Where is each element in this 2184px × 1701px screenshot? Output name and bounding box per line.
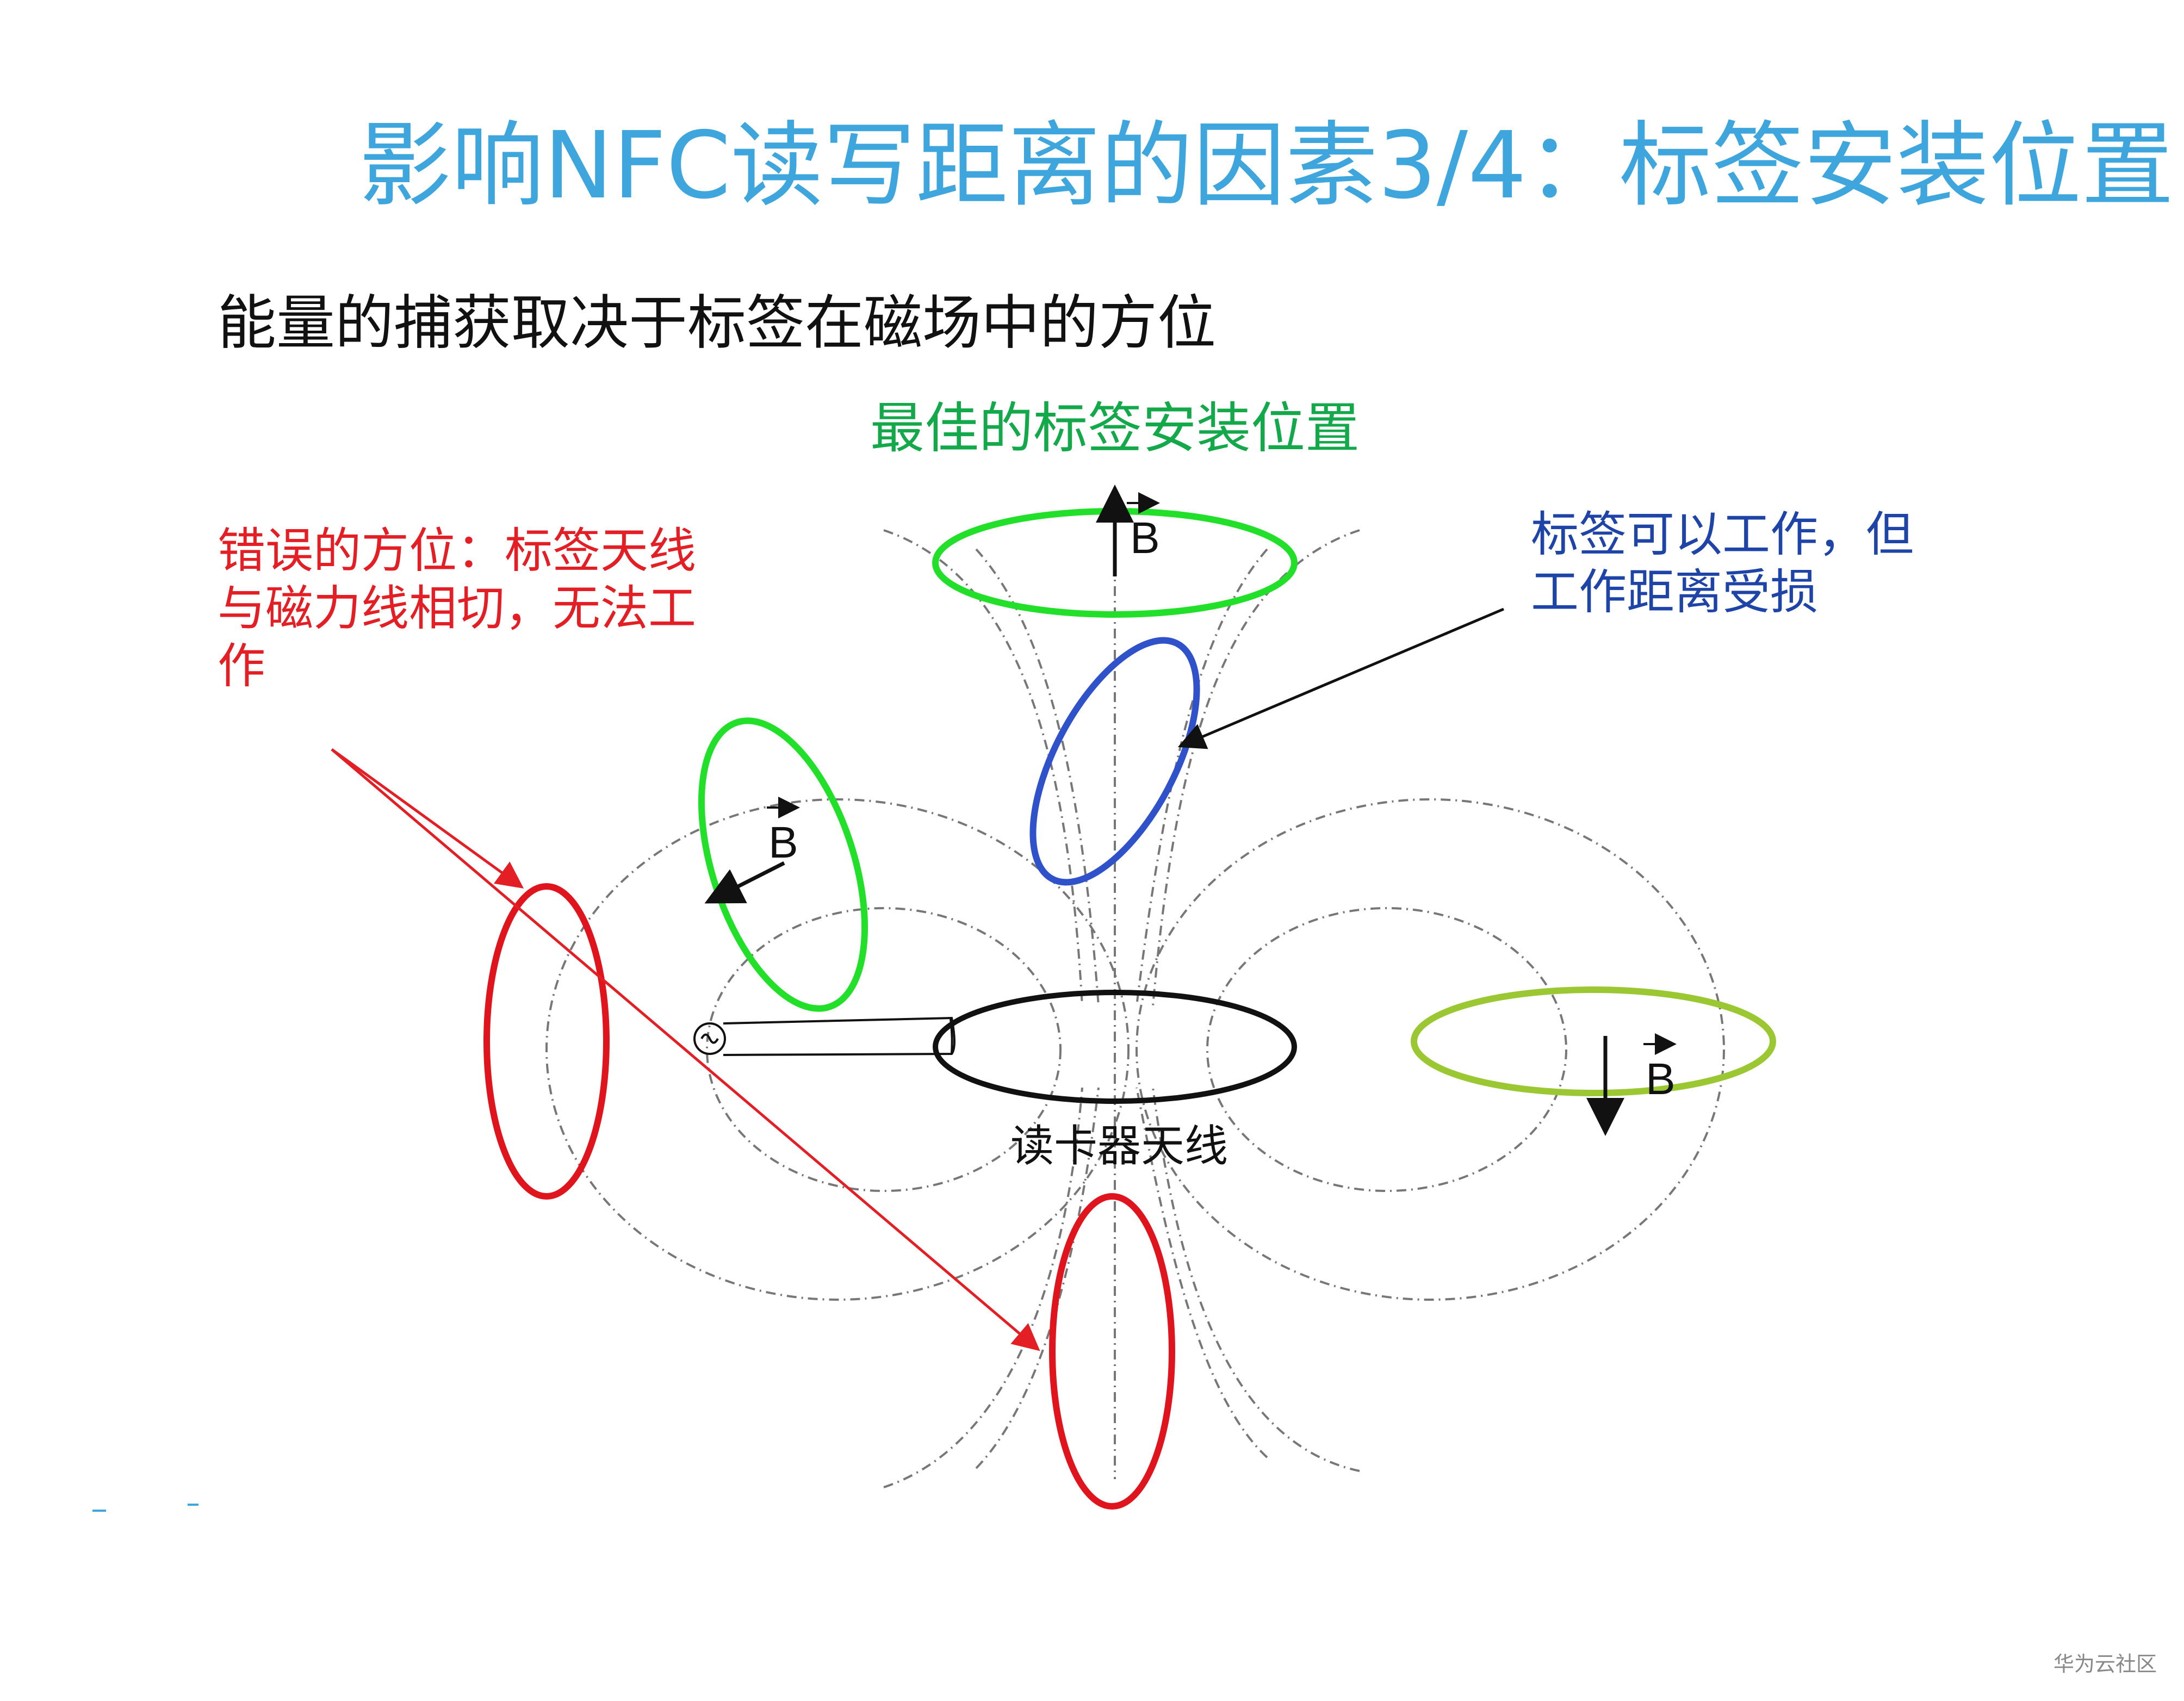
field-loop-right-inner	[1206, 907, 1567, 1192]
wrong-orientation-line-2: 与磁力线相切，无法工	[218, 580, 697, 636]
field-line-bottom-3	[1152, 1087, 1360, 1472]
reader-antenna-loop	[933, 990, 1297, 1104]
field-vectors	[704, 485, 1624, 1136]
b-label-top: B	[1130, 513, 1160, 563]
wrong-orientation-line-1: 错误的方位：标签天线	[218, 523, 697, 579]
field-arrow-left-green	[704, 861, 785, 904]
best-position-label: 最佳的标签安装位置	[870, 396, 1360, 460]
reader-antenna	[693, 990, 1297, 1104]
field-lines	[545, 529, 1725, 1488]
tag-bottom-red	[1049, 1193, 1175, 1510]
wrong-orientation-label: 错误的方位：标签天线 与磁力线相切，无法工 作	[218, 522, 729, 695]
pointer-arrow-wrong-left	[331, 748, 524, 889]
watermark: 华为云社区	[2053, 1652, 2157, 1676]
works-reduced-line-1: 标签可以工作，但	[1531, 506, 1914, 562]
field-line-bottom-4	[1136, 1087, 1268, 1458]
tag-right-yellowgreen	[1411, 986, 1776, 1096]
tag-left-red	[483, 883, 610, 1200]
slide-title: 影响NFC读写距离的因素3/4：标签安装位置	[359, 112, 2174, 220]
pointer-arrow-works	[1177, 607, 1504, 749]
reader-feed-line	[723, 1016, 955, 1056]
field-loop-left-inner	[706, 907, 1062, 1192]
field-loop-left-outer	[545, 798, 1130, 1301]
field-line-top-1	[883, 529, 1083, 1007]
field-line-top-2	[975, 548, 1100, 1007]
tag-tilted-blue	[1029, 637, 1200, 886]
wrong-orientation-line-3: 作	[218, 638, 266, 694]
b-vector-marks	[767, 492, 1677, 1055]
reader-antenna-label: 读卡器天线	[1010, 1121, 1228, 1171]
works-reduced-label: 标签可以工作，但 工作距离受损	[1531, 506, 1914, 621]
field-line-top-4	[1136, 548, 1268, 1007]
slide-subtitle: 能量的捕获取决于标签在磁场中的方位	[218, 289, 1217, 357]
pointer-arrow-wrong-bottom	[331, 748, 1040, 1351]
signal-source-icon	[693, 1022, 726, 1055]
works-reduced-line-2: 工作距离受损	[1531, 564, 1819, 620]
field-loop-right-outer	[1136, 798, 1725, 1301]
field-line-top-3	[1152, 529, 1360, 1007]
b-label-right: B	[1646, 1054, 1676, 1104]
b-label-left: B	[768, 818, 798, 867]
field-line-bottom-2	[975, 1087, 1100, 1469]
